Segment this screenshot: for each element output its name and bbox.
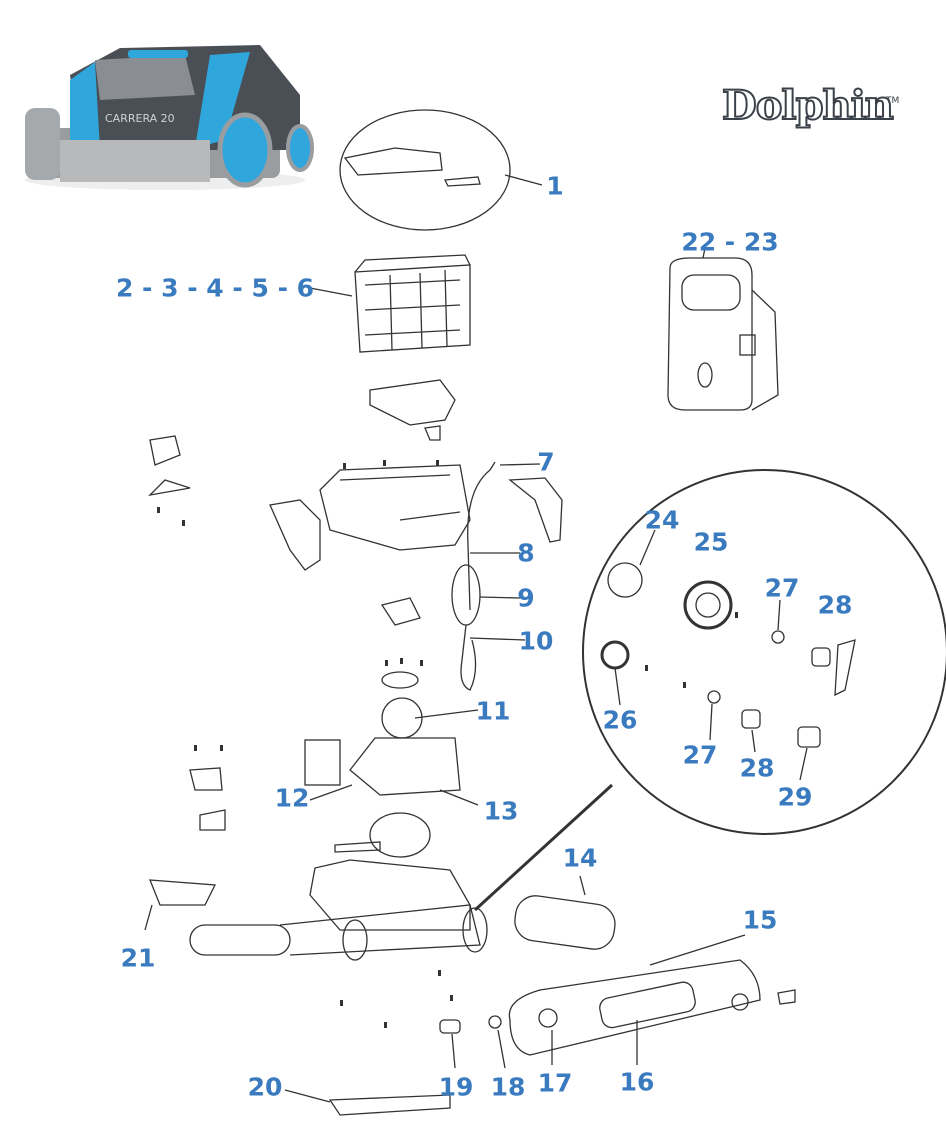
callout-17: 17 xyxy=(537,1068,573,1098)
callout-27-lower: 27 xyxy=(682,740,718,770)
callout-19: 19 xyxy=(438,1072,474,1102)
callout-28-lower: 28 xyxy=(739,753,775,783)
callout-12: 12 xyxy=(274,783,310,813)
callout-13: 13 xyxy=(483,796,519,826)
product-model-text: CARRERA 20 xyxy=(105,112,175,125)
callout-26: 26 xyxy=(602,705,638,735)
callout-20: 20 xyxy=(247,1072,283,1102)
callout-11: 11 xyxy=(475,696,511,726)
callout-21: 21 xyxy=(120,943,156,973)
trademark-symbol: TM xyxy=(886,96,900,106)
callout-16: 16 xyxy=(619,1067,655,1097)
product-photo: CARRERA 20 xyxy=(25,45,314,190)
callout-18: 18 xyxy=(490,1072,526,1102)
callout-29: 29 xyxy=(777,782,813,812)
callout-27-upper: 27 xyxy=(764,573,800,603)
callout-8: 8 xyxy=(517,538,535,568)
callout-1: 1 xyxy=(546,171,564,201)
callout-10: 10 xyxy=(518,626,554,656)
dolphin-logo: Dolphin xyxy=(721,81,895,130)
callout-24: 24 xyxy=(644,505,680,535)
callout-7: 7 xyxy=(537,447,555,477)
callout-22-23: 22 - 23 xyxy=(681,227,779,257)
callout-28-upper: 28 xyxy=(817,590,853,620)
callout-14: 14 xyxy=(562,843,598,873)
callout-25: 25 xyxy=(693,527,729,557)
callout-9: 9 xyxy=(517,583,535,613)
callout-15: 15 xyxy=(742,905,778,935)
callout-2-6: 2 - 3 - 4 - 5 - 6 xyxy=(115,273,315,303)
